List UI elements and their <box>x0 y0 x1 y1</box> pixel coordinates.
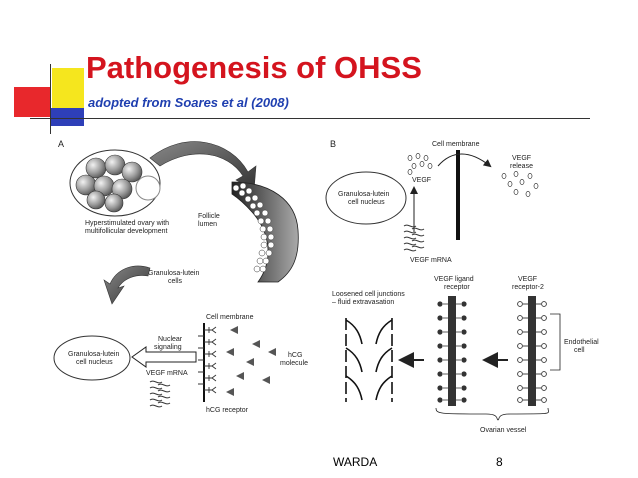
nuclear-signaling-label-line2: signaling <box>154 344 182 351</box>
loosened-junctions-label-line1: Loosened cell junctions <box>332 291 405 298</box>
hcg-molecules <box>226 326 276 396</box>
vegf-release-arrow <box>437 153 492 168</box>
panel-b-vegf-mrna-label: VEGF mRNA <box>410 257 452 264</box>
hyperstimulated-ovary <box>69 149 161 217</box>
follicle-label-line1: Follicle <box>198 213 220 220</box>
panel-b-membrane-label: Cell membrane <box>432 141 480 148</box>
panel-b-nucleus <box>325 171 407 225</box>
endothelial-label-line2: cell <box>574 347 585 354</box>
deco-yellow-square <box>52 68 84 108</box>
follicle-wall <box>231 181 299 283</box>
follicle-label-line2: lumen <box>198 221 217 228</box>
slide-title: Pathogenesis of OHSS <box>86 50 422 85</box>
ligand-receptor-label-line1: VEGF ligand <box>434 276 474 283</box>
panel-a-nucleus-label-line1: Granulosa-lutein <box>68 351 119 358</box>
vegf-release-label-line1: VEGF <box>512 155 531 162</box>
panel-a-vegf-mrna-label: VEGF mRNA <box>146 370 188 377</box>
panel-a-membrane-label: Cell membrane <box>206 314 254 321</box>
deco-blue-square <box>50 108 84 126</box>
gl-cells-label-line2: cells <box>168 278 183 285</box>
gl-cells-label-line1: Granulosa-lutein <box>148 270 199 277</box>
panel-b-vegf-mrna-helix <box>403 224 425 252</box>
endothelial-bracket <box>550 313 561 371</box>
curved-arrow-to-cell <box>103 265 151 305</box>
footer-page-number: 8 <box>496 455 503 469</box>
footer-author: WARDA <box>333 455 378 469</box>
vegf-receptor-2-column <box>517 296 547 406</box>
panel-a-letter: A <box>58 139 64 149</box>
panel-b-nucleus-label-line1: Granulosa-lutein <box>338 191 389 198</box>
ovarian-vessel-label: Ovarian vessel <box>480 427 527 434</box>
nuclear-signaling-arrow <box>131 346 197 368</box>
receptor2-label-line2: receptor-2 <box>512 284 544 291</box>
panel-b-vegf-label: VEGF <box>412 177 431 184</box>
panel-a-nucleus <box>53 335 131 381</box>
panel-a-nucleus-label-line2: cell nucleus <box>76 359 113 366</box>
deco-red-square <box>14 87 50 117</box>
endothelial-label-line1: Endothelial <box>564 339 599 346</box>
ovary-label-line1: Hyperstimulated ovary with <box>85 220 169 227</box>
nuclear-signaling-label-line1: Nuclear <box>158 336 183 343</box>
hcg-molecule-label-line2: molecule <box>280 360 308 367</box>
deco-vertical-line <box>50 64 51 134</box>
ligand-receptor-label-line2: receptor <box>444 284 470 291</box>
ovarian-vessel-brace <box>435 407 549 421</box>
panel-a-vegf-mrna-helix <box>149 380 171 408</box>
receptor2-label-line1: VEGF <box>518 276 537 283</box>
vegf-release-label-line2: release <box>510 163 533 170</box>
panel-b-nucleus-label-line2: cell nucleus <box>348 199 385 206</box>
deco-horizontal-line <box>30 118 590 119</box>
loosened-cell-junctions <box>345 318 393 402</box>
panel-b-vegf-dots-inside <box>407 153 433 175</box>
panel-b-letter: B <box>330 139 336 149</box>
hcg-receptor-label: hCG receptor <box>206 407 249 414</box>
ovary-label-line2: multifollicular development <box>85 228 168 235</box>
slide-subtitle: adopted from Soares et al (2008) <box>88 95 289 110</box>
loosened-junctions-label-line2: – fluid extravasation <box>332 299 394 306</box>
vegf-ligand-receptor-column <box>437 296 467 406</box>
hcg-receptors <box>198 326 217 394</box>
released-vegf-dots <box>501 171 539 197</box>
hcg-molecule-label-line1: hCG <box>288 352 302 359</box>
